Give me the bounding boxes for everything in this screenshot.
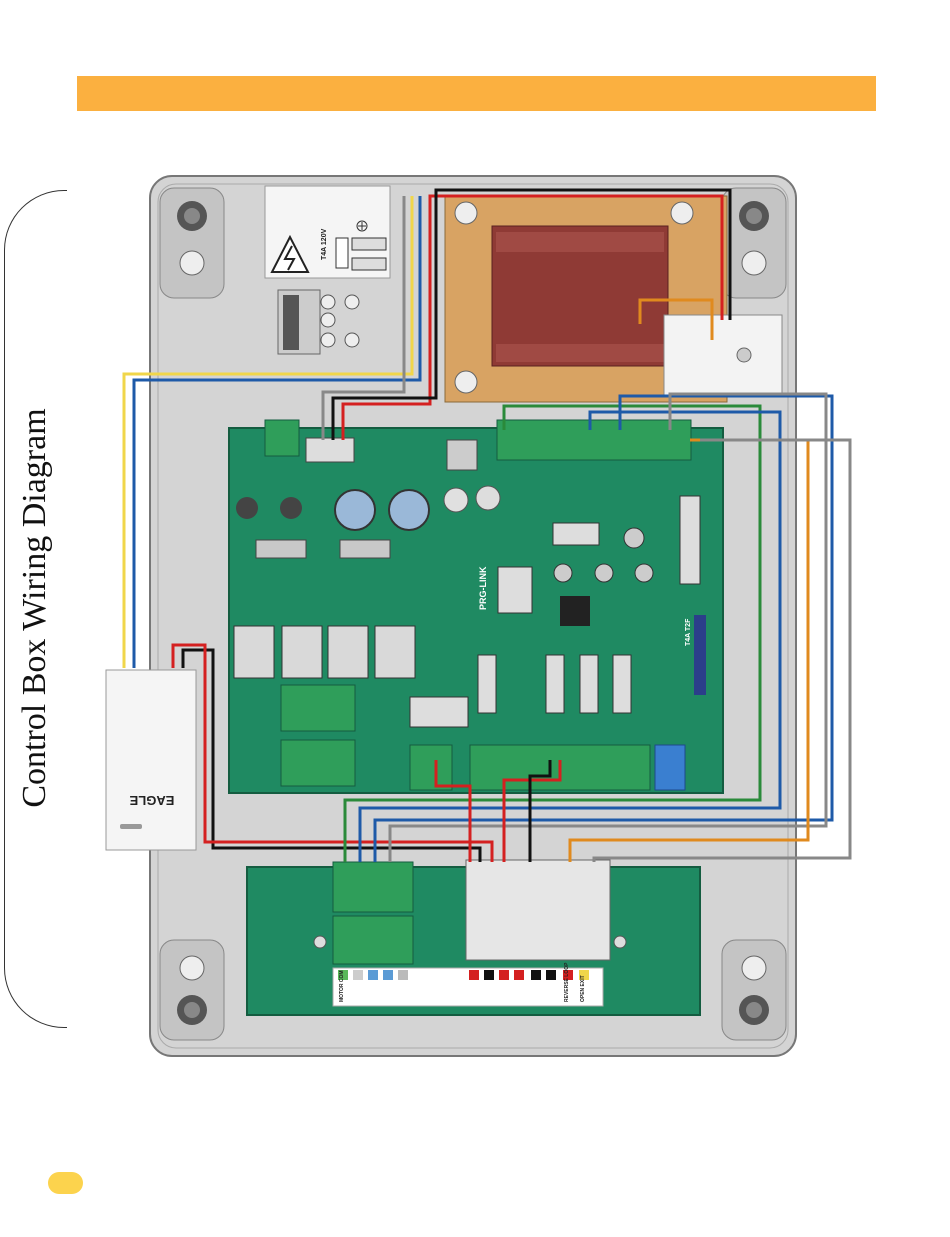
fuse-label: T4A 120V <box>321 228 328 260</box>
corner-mount-top-right <box>722 188 786 298</box>
high-voltage-panel: T4A 120V <box>265 186 390 278</box>
corner-mount-bottom-right <box>722 940 786 1040</box>
capacitor-bracket <box>664 315 782 397</box>
corner-mount-top-left <box>160 188 224 298</box>
reverse-loop-label: REVERSE LOOP <box>564 962 570 1002</box>
brand-logo-text: EAGLE <box>129 793 174 808</box>
corner-mount-bottom-left <box>160 940 224 1040</box>
receiver-module: EAGLE <box>106 670 196 850</box>
motor-com-label: MOTOR COM <box>339 970 345 1002</box>
accessory-board: MOTOR COM REVERSE LOOP OPEN EXIT <box>247 860 700 1015</box>
main-control-board: PRG-LINK T4A T2F <box>229 420 723 793</box>
fuse2-label: T4A T2F <box>685 618 692 646</box>
open-exit-label: OPEN EXIT <box>580 975 586 1002</box>
prg-link-label: PRG-LINK <box>478 566 488 610</box>
